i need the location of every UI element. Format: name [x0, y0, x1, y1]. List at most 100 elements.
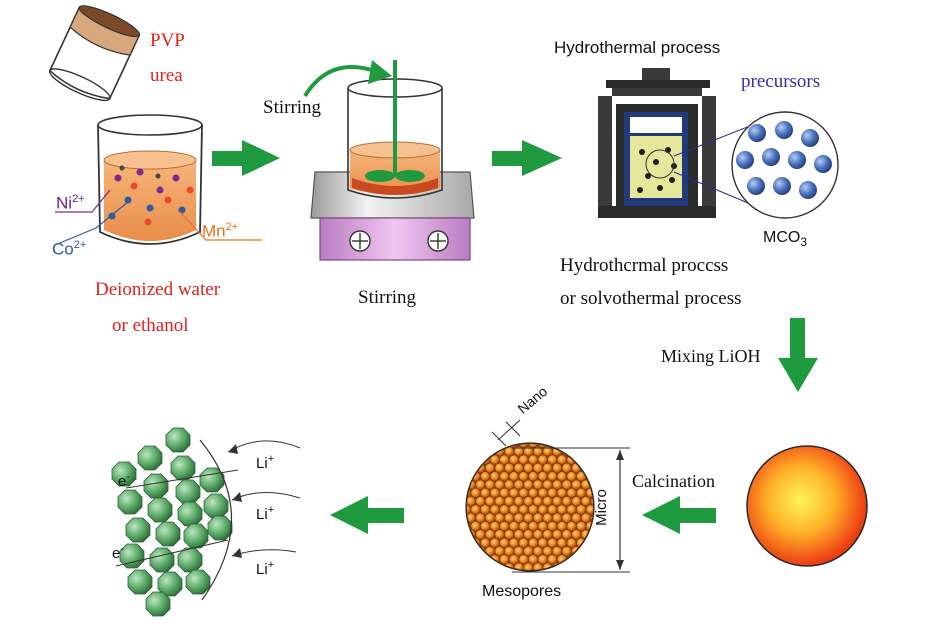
pore-particle [471, 521, 480, 531]
arrow-step2-to-step3 [492, 140, 562, 176]
pore-particle [524, 446, 533, 456]
pore-particle [596, 455, 605, 464]
pore-particle [452, 489, 461, 498]
pore-particle [533, 530, 543, 539]
cathode-particle [175, 479, 201, 505]
mesopores-label: Mesopores [482, 583, 562, 600]
pore-particle [519, 488, 528, 498]
precursor-sphere-icon [746, 445, 868, 567]
pore-particle [519, 572, 528, 581]
pore-particle [504, 446, 514, 456]
cathode-agglomerate-icon [111, 427, 301, 617]
micro-scale-label: Micro [592, 489, 610, 526]
pore-particle [452, 455, 461, 464]
pore-particle [467, 446, 476, 456]
pore-particle [552, 530, 562, 539]
cathode-particle [170, 455, 196, 481]
pore-particle [567, 444, 576, 448]
pore-particle [504, 546, 514, 556]
pore-particle [490, 455, 500, 464]
pore-particle [514, 446, 524, 456]
pore-particle [567, 505, 576, 514]
electron-label: e- [118, 471, 131, 490]
pore-particle [467, 505, 471, 514]
pore-particle [528, 505, 538, 514]
pore-particle [462, 572, 471, 581]
pore-particle [524, 513, 533, 523]
pore-particle [480, 471, 490, 481]
pore-particle [596, 472, 605, 481]
pore-particle [509, 555, 519, 564]
precursor-zoom-icon [673, 111, 839, 219]
pore-particle [471, 488, 480, 498]
pore-particle [562, 530, 572, 539]
pore-particle [457, 513, 466, 522]
stirring-bottom-label: Stirring [358, 287, 417, 308]
pore-particle [572, 496, 581, 506]
pore-particle [586, 572, 595, 581]
pore-particle [552, 463, 562, 473]
pore-particle [567, 521, 576, 531]
pore-particle [485, 463, 495, 473]
pore-particle [557, 471, 567, 481]
pore-particle [452, 538, 461, 547]
cathode-particle [127, 569, 153, 595]
pore-particle [581, 496, 591, 506]
pore-particle [586, 538, 593, 548]
pore-particle [524, 463, 533, 473]
pore-particle [586, 555, 593, 564]
li-ion-arrows [227, 440, 301, 558]
knob-icon [427, 230, 449, 252]
cathode-particle [155, 521, 181, 547]
pore-particle [500, 538, 509, 548]
li-ion-label: Li+ [256, 504, 275, 523]
mixing-lioh-label: Mixing LiOH [661, 346, 761, 366]
pore-particle [591, 480, 593, 490]
pore-particle [548, 471, 557, 481]
pore-particle [557, 505, 567, 514]
pore-particle [476, 446, 485, 456]
pore-particle [572, 513, 581, 523]
pore-particle [548, 505, 557, 514]
pore-particle [558, 572, 567, 581]
pore-particle [538, 444, 548, 448]
pore-particle [509, 521, 519, 531]
pore-particle [548, 572, 557, 581]
pore-particle [467, 538, 471, 548]
pore-particle [467, 455, 471, 465]
pore-particle [452, 572, 461, 581]
pore-particle [457, 464, 466, 473]
pore-particle [500, 505, 509, 514]
pore-particle [576, 488, 586, 498]
pore-particle [480, 505, 490, 514]
pore-particle [576, 455, 586, 464]
pore-particle [543, 463, 552, 473]
pore-particle [576, 471, 586, 481]
cathode-particle [185, 569, 211, 595]
pore-particle [581, 563, 591, 570]
pore-particle [514, 530, 524, 539]
pore-particle [538, 505, 548, 514]
pore-particle [591, 530, 593, 539]
pore-particle [572, 480, 581, 489]
cathode-particle [145, 591, 171, 617]
precursors-label: precursors [741, 71, 821, 92]
pore-particle [500, 471, 509, 481]
reagent-pvp-label: PVP [150, 30, 185, 51]
pore-particle [509, 538, 519, 548]
cathode-particle [177, 501, 203, 527]
pore-particle [500, 521, 509, 531]
pore-particle [591, 563, 593, 570]
cathode-particle [157, 571, 183, 597]
pore-particle [524, 496, 533, 506]
pore-particle [519, 505, 528, 514]
cathode-particle [165, 427, 191, 453]
pore-particle [500, 572, 509, 581]
pore-particle [586, 444, 593, 448]
pore-particle [467, 471, 471, 481]
pore-particle [509, 505, 519, 514]
pore-particle [543, 480, 552, 489]
pore-particle [524, 546, 533, 556]
